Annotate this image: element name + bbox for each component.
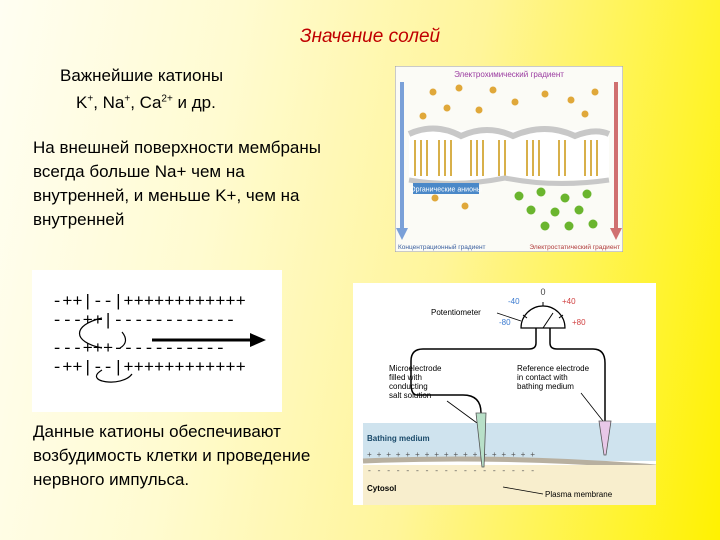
cations-etc: и др. (172, 93, 216, 112)
reference-wire (549, 328, 606, 423)
plasma-membrane-label: Plasma membrane (545, 490, 613, 499)
charge-row-2: ---++|------------ (52, 312, 236, 331)
slide-title: Значение солей (299, 26, 441, 47)
potentiometer (520, 302, 566, 329)
membrane-surface-paragraph: На внешней поверхности мембраны всегда б… (33, 138, 321, 229)
inner-charges: - - - - - - - - - - - - - - - - - - (367, 467, 535, 476)
scale-pos40-label: +40 (562, 297, 576, 306)
scale-neg40-label: -40 (508, 297, 520, 306)
cation-ca-charge: 2+ (161, 93, 173, 105)
reference-label-line1: Reference electrode (517, 364, 590, 373)
cations-list: K+, Na+, Ca2+ и др. (76, 93, 216, 113)
potentiometer-label: Potentiometer (431, 308, 481, 317)
cation-k-charge: + (87, 93, 94, 105)
cytosol-label: Cytosol (367, 484, 396, 493)
scale-pos80-label: +80 (572, 318, 586, 327)
charge-row-4: -++|--|++++++++++++ (52, 359, 246, 378)
membrane-bilayer (407, 125, 611, 187)
excitability-paragraph: Данные катионы обеспечивают возбудимость… (33, 422, 311, 489)
svg-text:- - - - - - - - - - - - - - -: - - - - - - - - - - - - - - - - - - (367, 467, 535, 476)
scale-neg80-label: -80 (499, 318, 511, 327)
electrostatic-arrow (610, 82, 622, 240)
charge-row-3: ---+++----------- (52, 340, 225, 359)
current-loop-arrows (79, 317, 133, 383)
svg-text:+ + + + + + + + + + + + + + +: + + + + + + + + + + + + + + + + + + (367, 451, 535, 460)
microelectrode-wire (410, 328, 537, 433)
cation-na: , Na (93, 93, 125, 112)
plasma-membrane-line (362, 456, 656, 470)
scale-0-label: 0 (540, 287, 545, 297)
electrochem-title: Электрохимический градиент (454, 70, 564, 79)
outer-charges: + + + + + + + + + + + + + + + + + + (367, 451, 535, 460)
reference-electrode (598, 420, 612, 456)
organic-anions (431, 187, 598, 231)
organic-anions-label: Органические анионы (410, 187, 482, 194)
reference-label-line2: in contact with (517, 373, 568, 382)
cations-heading: Важнейшие катионы (60, 66, 224, 85)
electrochemical-gradient-figure: Электрохимический градиент (395, 66, 623, 252)
concentration-arrow (396, 82, 408, 240)
electrostatic-gradient-label: Электростатический градиент (529, 243, 620, 251)
microelectrode (475, 412, 487, 468)
cation-na-charge: + (124, 93, 131, 105)
microelectrode-label-line4: salt solution (389, 391, 431, 400)
charge-row-1: -++|--|++++++++++++ (52, 293, 246, 312)
charge-distribution-diagram: -++|--|++++++++++++ ---++|------------ -… (32, 270, 282, 412)
cation-ca: , Ca (130, 93, 162, 112)
bathing-medium-label: Bathing medium (367, 434, 430, 443)
impulse-direction-arrow (152, 333, 266, 347)
extracellular-ions (419, 84, 599, 120)
concentration-gradient-label: Концентрационный градиент (398, 243, 486, 251)
microelectrode-label-line2: filled with (389, 373, 422, 382)
cation-k: K (76, 93, 88, 112)
microelectrode-label-line1: Microelectrode (389, 364, 442, 373)
cytosol-region (363, 465, 656, 505)
reference-label-line3: bathing medium (517, 382, 574, 391)
microelectrode-label-line3: conducting (389, 382, 428, 391)
microelectrode-figure: 0 -40 +40 -80 +80 Potentiometer Microele… (353, 283, 656, 505)
